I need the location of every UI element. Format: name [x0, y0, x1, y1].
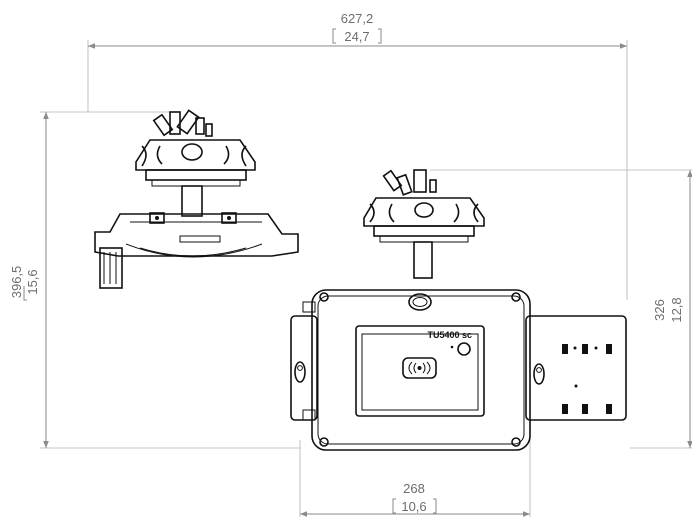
model-label: TU5400 sc	[427, 330, 472, 340]
overall-height-mm: 396,5	[9, 266, 24, 299]
dimension-bottom-width: 268 10,6	[299, 440, 531, 517]
bottom-width-inch: 10,6	[401, 499, 426, 514]
mounting-bracket-left	[290, 301, 318, 421]
dimension-overall-height: 396,5 15,6	[9, 111, 300, 449]
mounting-slots-bottom	[562, 404, 612, 414]
mounting-plate	[525, 315, 627, 421]
overall-height-inch: 15,6	[25, 269, 40, 294]
overall-width-inch: 24,7	[344, 29, 369, 44]
overall-height-inch-bracket: 15,6	[23, 269, 40, 301]
bottom-width-inch-bracket: 10,6	[392, 498, 437, 514]
sensor-head-left	[135, 109, 256, 217]
right-height-mm: 326	[652, 299, 667, 321]
bottom-width-mm: 268	[403, 481, 425, 496]
mounting-slots-top	[562, 344, 612, 354]
nfc-icon	[402, 357, 437, 379]
dimension-right-height: 326 12,8	[430, 169, 692, 449]
flow-cell-left	[94, 212, 299, 289]
overall-width-inch-bracket: 24,7	[332, 28, 382, 44]
dimension-overall-width: 627,2 24,7	[87, 11, 628, 300]
overall-width-mm: 627,2	[341, 11, 374, 26]
controller-enclosure: TU5400 sc	[311, 289, 531, 451]
sensor-head-right	[363, 169, 485, 279]
right-height-inch: 12,8	[669, 297, 684, 322]
